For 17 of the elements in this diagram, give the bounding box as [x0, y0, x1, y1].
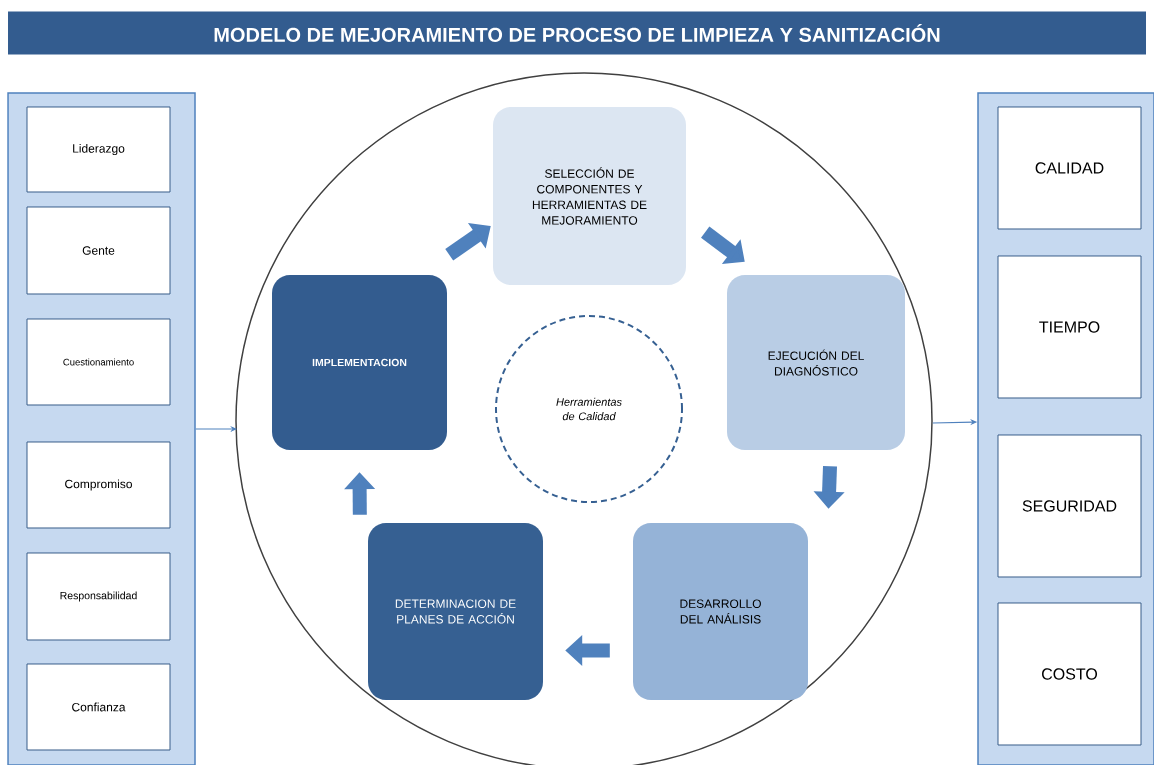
result-box: CALIDAD: [997, 106, 1142, 230]
factor-box: Confianza: [26, 663, 171, 751]
result-box: TIEMPO: [997, 255, 1142, 399]
factor-box: Liderazgo: [26, 106, 171, 193]
title-banner: MODELO DE MEJORAMIENTO DE PROCESO DE LIMPIEZA Y SANITIZACIÓN: [8, 11, 1146, 55]
arrow: [445, 222, 491, 261]
factor-box: Gente: [26, 206, 171, 295]
factor-box: Compromiso: [26, 441, 171, 529]
process-box: DETERMINACION DE PLANES DE ACCIÓN: [368, 523, 543, 700]
factor-box: Cuestionamiento: [26, 318, 171, 406]
result-box: SEGURIDAD: [997, 434, 1142, 578]
factor-box: Responsabilidad: [26, 552, 171, 641]
result-box: COSTO: [997, 602, 1142, 746]
process-box: SELECCIÓN DE COMPONENTES Y HERRAMIENTAS DE MEJORAMIENTO: [493, 107, 686, 285]
process-box: EJECUCIÓN DEL DIAGNÓSTICO: [727, 275, 905, 450]
process-box: DESARROLLO DEL ANÁLISIS: [633, 523, 808, 700]
process-box: IMPLEMENTACION: [272, 275, 447, 450]
